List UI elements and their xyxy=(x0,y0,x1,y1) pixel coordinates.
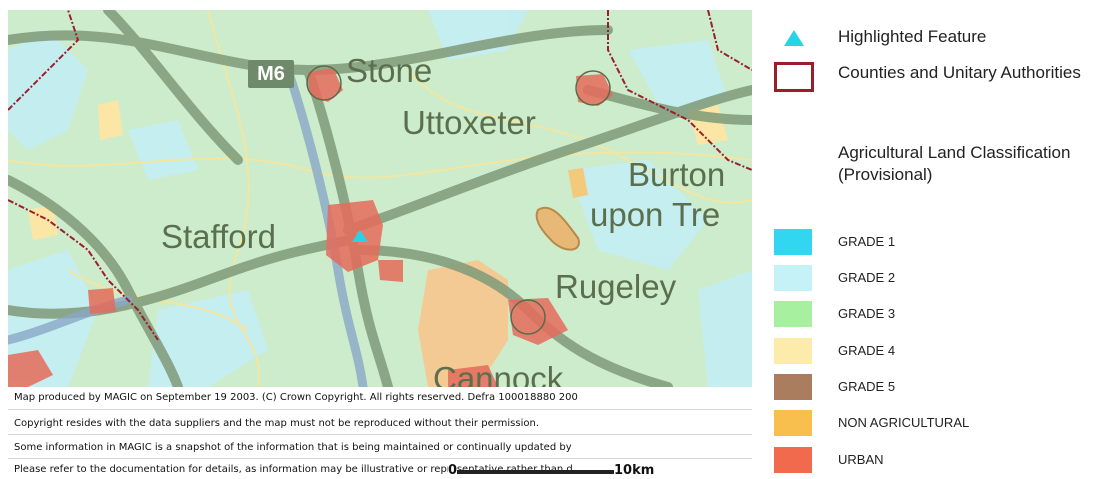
map-notes: Map produced by MAGIC on September 19 20… xyxy=(8,387,752,479)
color-swatch xyxy=(774,265,812,291)
highlighted-feature-marker[interactable] xyxy=(352,230,368,242)
legend-label: GRADE 1 xyxy=(838,234,896,249)
place-label-stone: Stone xyxy=(346,52,433,89)
m6-road-shield: M6 xyxy=(248,60,294,88)
place-label-stafford: Stafford xyxy=(161,218,276,255)
map-panel[interactable]: M6 Stone Uttoxeter Burton upon Tre Staff… xyxy=(8,10,752,387)
scale-bar-line xyxy=(456,470,620,474)
note-divider xyxy=(8,434,752,435)
legend-county-boundaries: Counties and Unitary Authorities xyxy=(760,60,1100,110)
county-boundaries xyxy=(8,10,752,341)
note-snapshot: Some information in MAGIC is a snapshot … xyxy=(14,442,572,453)
note-produced-by: Map produced by MAGIC on September 19 20… xyxy=(14,392,578,403)
color-swatch xyxy=(774,410,812,436)
non-agricultural-blob xyxy=(535,206,580,251)
place-label-burton: Burton xyxy=(628,156,726,193)
place-label-rugeley: Rugeley xyxy=(555,268,677,305)
legend-non-agricultural: NON AGRICULTURAL xyxy=(760,410,1100,438)
place-label-upon-tre: upon Tre xyxy=(590,196,721,233)
legend-grade-4: GRADE 4 xyxy=(760,338,1100,366)
boundary-swatch-icon xyxy=(774,62,814,92)
color-swatch xyxy=(774,229,812,255)
legend-urban: URBAN xyxy=(760,447,1100,475)
non-agricultural-patch xyxy=(568,168,588,198)
color-swatch xyxy=(774,338,812,364)
place-label-uttoxeter: Uttoxeter xyxy=(402,104,536,141)
legend-highlighted-feature: Highlighted Feature xyxy=(760,26,1100,50)
legend-label: GRADE 5 xyxy=(838,379,896,394)
legend-label: Counties and Unitary Authorities xyxy=(838,63,1081,82)
legend-label: URBAN xyxy=(838,452,884,467)
legend-label: GRADE 2 xyxy=(838,270,896,285)
scale-bar: 0 10km xyxy=(448,463,655,479)
color-swatch xyxy=(774,374,812,400)
place-label-cannock: Cannock xyxy=(433,360,564,387)
legend-label: NON AGRICULTURAL xyxy=(838,415,970,430)
map-canvas xyxy=(8,10,752,387)
legend-label: GRADE 4 xyxy=(838,343,896,358)
legend-alc-title: Agricultural Land Classification (Provis… xyxy=(760,142,1100,192)
note-divider xyxy=(8,409,752,410)
note-copyright: Copyright resides with the data supplier… xyxy=(14,418,540,429)
scale-end-label: 10km xyxy=(614,463,655,478)
scale-start-label: 0 xyxy=(448,463,458,478)
highlight-circles xyxy=(306,65,611,335)
legend-title: Agricultural Land Classification (Provis… xyxy=(838,143,1071,184)
color-swatch xyxy=(774,301,812,327)
non-agricultural-area xyxy=(418,260,508,387)
legend-label: GRADE 3 xyxy=(838,306,896,321)
color-swatch xyxy=(774,447,812,473)
legend-label: Highlighted Feature xyxy=(838,27,987,46)
map-legend: Highlighted Feature Counties and Unitary… xyxy=(760,0,1100,479)
note-divider xyxy=(8,458,752,459)
legend-grade-3: GRADE 3 xyxy=(760,301,1100,329)
legend-grade-1: GRADE 1 xyxy=(760,229,1100,257)
note-documentation: Please refer to the documentation for de… xyxy=(14,464,573,475)
legend-grade-2: GRADE 2 xyxy=(760,265,1100,293)
triangle-icon xyxy=(784,30,804,46)
legend-grade-5: GRADE 5 xyxy=(760,374,1100,402)
